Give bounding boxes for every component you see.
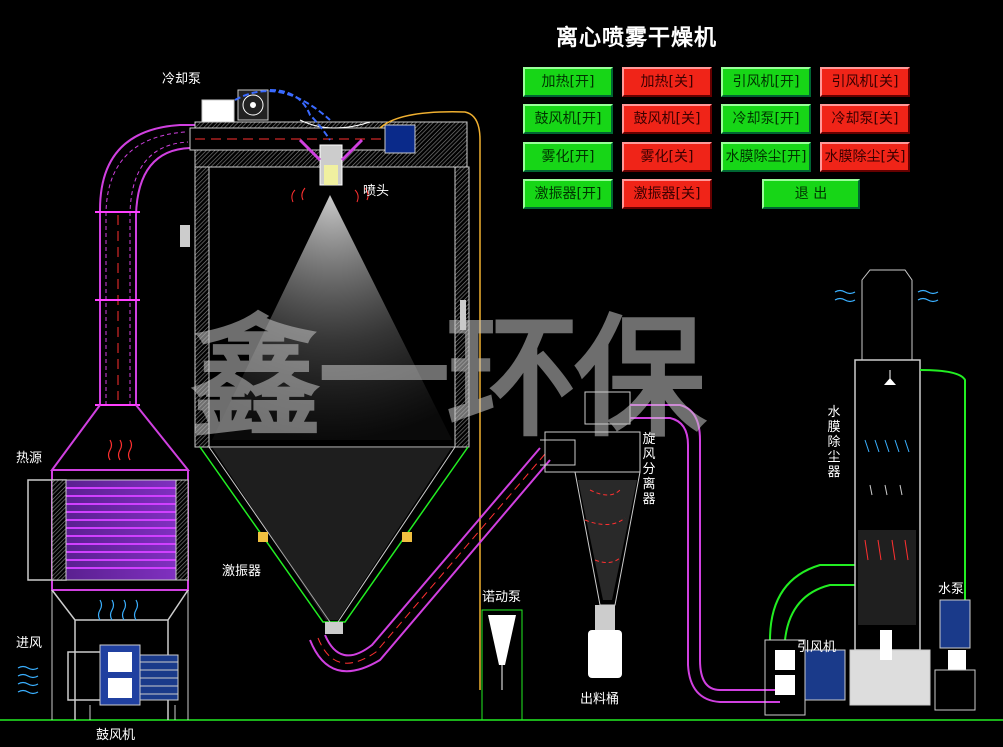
induced-fan-on-button[interactable]: 引风机[开] [721, 67, 811, 97]
cooling-pump-on-button[interactable]: 冷却泵[开] [721, 104, 811, 134]
atomize-off-button[interactable]: 雾化[关] [622, 142, 712, 172]
water-film-off-button[interactable]: 水膜除尘[关] [820, 142, 910, 172]
blower-label: 鼓风机 [96, 728, 136, 743]
page-title: 离心喷雾干燥机 [556, 26, 718, 51]
cyclone-label: 旋风分离器 [642, 432, 656, 507]
heat-source-label: 热源 [16, 451, 43, 466]
vibrator-label: 激振器 [222, 564, 262, 579]
vibrator-off-button[interactable]: 激振器[关] [622, 179, 712, 209]
induced-fan-off-button[interactable]: 引风机[关] [820, 67, 910, 97]
water-film-dust-label: 水膜除尘器 [827, 405, 841, 480]
heat-off-button[interactable]: 加热[关] [622, 67, 712, 97]
drying-chamber [180, 89, 481, 690]
outlet-duct [309, 447, 551, 673]
discharge-bucket-label: 出料桶 [580, 692, 620, 707]
atomize-on-button[interactable]: 雾化[开] [523, 142, 613, 172]
feed-pump-label: 诺动泵 [482, 590, 522, 605]
blower-off-button[interactable]: 鼓风机[关] [622, 104, 712, 134]
nozzle-label: 喷头 [363, 184, 390, 199]
water-pump-label: 水泵 [938, 582, 965, 597]
vibrator-on-button[interactable]: 激振器[开] [523, 179, 613, 209]
watermark: 鑫一环保 [190, 302, 706, 456]
blower-on-button[interactable]: 鼓风机[开] [523, 104, 613, 134]
cooling-pump-off-button[interactable]: 冷却泵[关] [820, 104, 910, 134]
feed-pump [481, 609, 523, 721]
induced-fan-label: 引风机 [797, 640, 837, 655]
heat-on-button[interactable]: 加热[开] [523, 67, 613, 97]
scrubber-assembly [764, 269, 976, 716]
exit-button[interactable]: 退 出 [762, 179, 860, 209]
air-inlet-label: 进风 [16, 636, 43, 651]
cyclone-separator [540, 391, 780, 703]
cooling-pump-label: 冷却泵 [162, 72, 202, 87]
water-film-on-button[interactable]: 水膜除尘[开] [721, 142, 811, 172]
heater-assembly [17, 124, 200, 720]
